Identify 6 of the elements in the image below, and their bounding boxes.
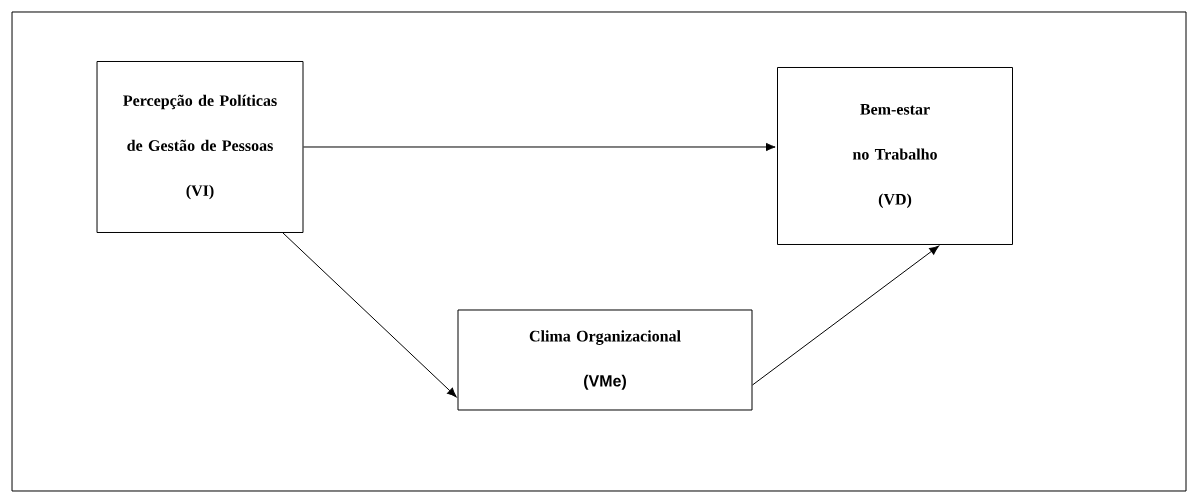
arrow (282, 232, 457, 398)
arrow (752, 245, 939, 386)
process-box: Percepção de Políticas de Gestão de Pessoas (VI) (96, 61, 304, 233)
process-box: Clima Organizacional (VMe) (457, 309, 753, 411)
arrow (303, 142, 776, 152)
process-box: Bem-estar no Trabalho (VD) (777, 67, 1013, 245)
